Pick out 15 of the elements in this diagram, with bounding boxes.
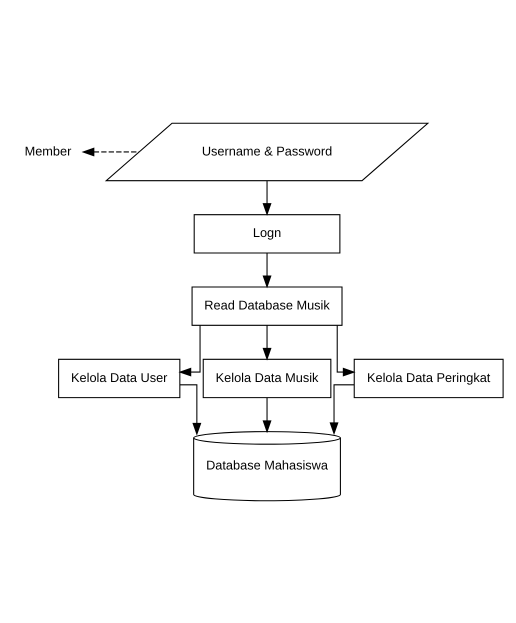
- arrow: [180, 384, 202, 436]
- node-box: Kelola Data Peringkat: [354, 358, 504, 398]
- arrow: [262, 397, 272, 433]
- arrow: [262, 252, 272, 288]
- node-text: Member: [24, 142, 72, 158]
- arrow: [262, 180, 272, 216]
- arrow: [336, 325, 356, 376]
- arrow: [178, 325, 201, 376]
- node-box: Kelola Data Musik: [202, 358, 332, 398]
- arrow: [262, 325, 272, 360]
- node-box: Logn: [194, 214, 340, 254]
- arrow: [330, 384, 354, 435]
- arrow: [82, 146, 139, 156]
- node-box: Read Database Musik: [192, 286, 343, 326]
- node-box: Kelola Data User: [58, 358, 180, 398]
